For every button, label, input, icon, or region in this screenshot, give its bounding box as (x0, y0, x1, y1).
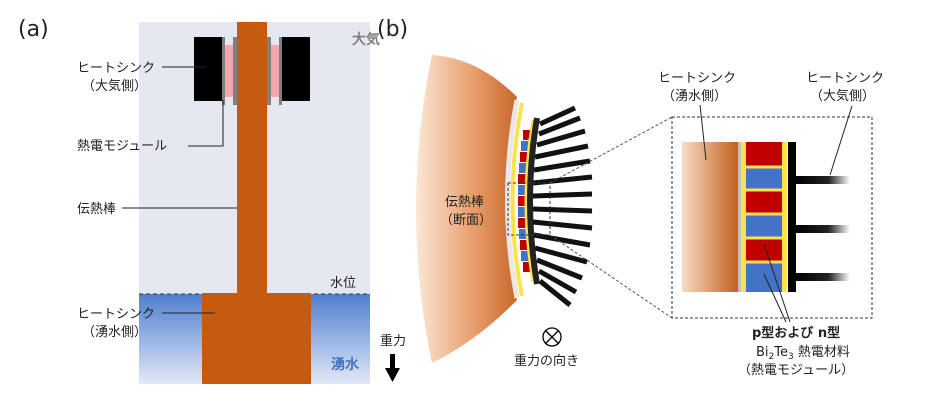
zoom-fin-1 (796, 176, 850, 184)
heatsink-base-curved (527, 117, 540, 285)
zoom-line-top (549, 116, 673, 184)
zoom-heatsink-air-label-1: ヒートシンク (806, 71, 884, 86)
yellow-layer-outer (524, 119, 535, 283)
plate-left-outer (222, 37, 225, 105)
spring-label: 湧水 (331, 356, 360, 373)
fin (538, 105, 577, 127)
heat-rod (237, 22, 267, 294)
panel-a: (a) 大気 水位 湧水 ヒートシンク （大気側） 熱電モジュール 伝熱棒 ヒー… (18, 17, 406, 384)
gravity-arrow-head (385, 368, 400, 382)
p-element (746, 238, 782, 262)
panel-b: (b) (377, 17, 884, 378)
air-label: 大気 (352, 31, 380, 48)
heatsink-air-label-1: ヒートシンク (77, 61, 155, 76)
zoom-heatsink-air-label-2: （大気側） (810, 88, 875, 104)
fin (534, 143, 589, 160)
rod-section-label-1: 伝熱棒 (445, 195, 484, 210)
p-element (523, 130, 531, 140)
fin (536, 257, 583, 281)
n-element (519, 163, 527, 173)
rod-cross-section (416, 55, 517, 363)
gravity-direction-label: 重力の向き (514, 353, 579, 369)
fin (538, 279, 572, 307)
water-level-label: 水位 (330, 276, 356, 291)
fin (533, 232, 591, 248)
zoom-yellow-outer (782, 142, 787, 292)
thermo-elements-arc (518, 130, 531, 272)
fin (532, 206, 593, 214)
material-label-2: Bi2Te3 熱電材料 (756, 345, 850, 362)
material-label-3: （熱電モジュール） (738, 363, 854, 378)
fin (533, 158, 591, 173)
n-element (746, 262, 782, 292)
thermo-module-leader (188, 100, 224, 147)
n-element (746, 167, 782, 190)
material-te-sub: 3 (788, 352, 794, 362)
zoom-heatsink-spring-leader (699, 104, 707, 161)
fin (532, 219, 593, 231)
material-leader-n (763, 273, 787, 323)
n-element (519, 229, 527, 239)
material-te: Te (773, 345, 788, 360)
zoom-line-bottom (549, 234, 673, 319)
gravity-label: 重力 (380, 333, 406, 349)
fin (532, 191, 593, 199)
n-element (521, 251, 529, 261)
heatsink-spring-label-2: （湧水側） (82, 324, 147, 340)
zoom-heatsink-base (788, 142, 796, 292)
zoom-yellow-inner (741, 142, 746, 292)
heatsink-fins (532, 105, 593, 307)
heatsink-air-label-2: （大気側） (82, 78, 147, 94)
n-element (521, 141, 529, 151)
heatsink-spring-label-1: ヒートシンク (77, 307, 155, 322)
zoom-fin-2 (796, 225, 850, 233)
zoom-thermo-elements (746, 142, 782, 292)
fin (537, 268, 578, 295)
zoom-source-box (507, 182, 551, 236)
zoom-heatsink-spring-label-2: （湧水側） (662, 88, 727, 104)
p-element (523, 262, 531, 272)
zoom-detail-box (671, 116, 873, 319)
material-bi: Bi (756, 345, 769, 360)
p-element (520, 240, 528, 250)
fin (536, 128, 586, 148)
zoom-heatsink-air-leader (829, 105, 853, 176)
material-bi-sub: 2 (769, 352, 775, 362)
n-element (518, 185, 526, 195)
plate-right-outer (279, 37, 282, 105)
p-element (518, 174, 526, 184)
material-label-1: p型および n型 (752, 325, 840, 341)
n-element (518, 207, 526, 217)
p-element (746, 190, 782, 214)
panel-b-label: (b) (377, 17, 408, 42)
n-element (746, 214, 782, 238)
p-element (518, 218, 526, 228)
zoom-rod (682, 142, 738, 292)
heat-rod-spring-part (202, 293, 311, 384)
gravity-into-page-cross-2 (545, 330, 559, 344)
fin (532, 174, 593, 186)
plate-left (233, 37, 237, 105)
zoom-fin-3 (796, 273, 850, 281)
p-element (520, 152, 528, 162)
heatsink-air-right (282, 37, 310, 101)
panel-a-label: (a) (18, 17, 49, 42)
yellow-layer-inner (510, 102, 524, 297)
thermo-module-label: 熱電モジュール (77, 139, 167, 154)
plate-right (267, 37, 271, 105)
zoom-insulation (738, 142, 741, 292)
fin (534, 245, 588, 265)
p-element (518, 196, 526, 206)
material-suffix: 熱電材料 (794, 345, 850, 360)
fin (538, 115, 581, 137)
material-leader-p (763, 243, 791, 323)
rod-section-label-2: （断面） (440, 213, 492, 228)
heatsink-air-left (194, 37, 222, 101)
zoom-heatsink-spring-label-1: ヒートシンク (658, 71, 736, 86)
gravity-arrow-shaft (390, 354, 395, 370)
p-element (746, 142, 782, 167)
heat-rod-label: 伝熱棒 (77, 202, 116, 217)
